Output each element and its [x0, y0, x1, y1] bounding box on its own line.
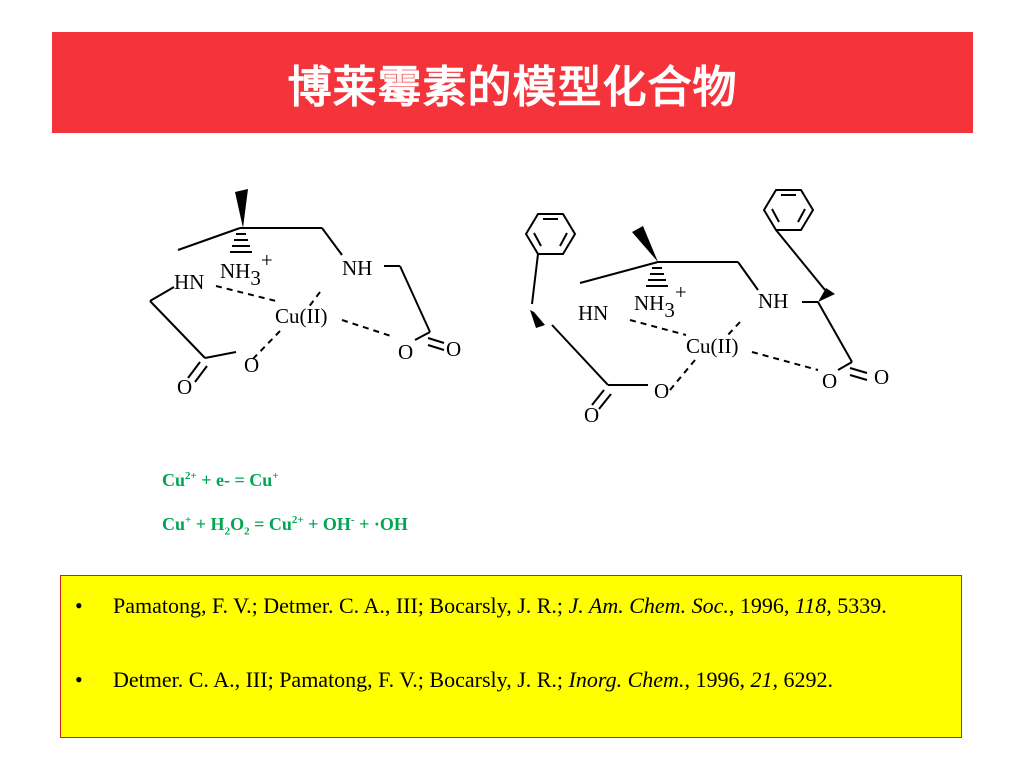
oxygen-label: O — [244, 353, 259, 377]
nh-label: NH — [758, 289, 788, 313]
oxygen-label: O — [654, 379, 669, 403]
wedge-bond — [632, 226, 658, 262]
hashed-bond — [230, 233, 252, 253]
copper-label: Cu(II) — [275, 304, 327, 328]
benzene-ring-left — [524, 213, 577, 255]
oxygen-carbonyl-label: O — [584, 403, 599, 427]
nh-label: NH — [342, 256, 372, 280]
title-bar: 博莱霉素的模型化合物 — [52, 32, 973, 133]
equation-1: Cu2+ + e- = Cu+ — [162, 470, 279, 490]
hn-label: HN — [174, 270, 204, 294]
nh3-label: NH3+ — [220, 248, 273, 290]
oxygen-label: O — [398, 340, 413, 364]
equation-2: Cu+ + H2O2 = Cu2+ + OH- + ·OH — [162, 514, 408, 538]
page-title: 博莱霉素的模型化合物 — [287, 61, 738, 113]
oxygen-carbonyl-label: O — [446, 337, 461, 361]
reference-text: Pamatong, F. V.; Detmer. C. A., III; Boc… — [113, 593, 887, 618]
benzene-ring-right — [762, 189, 815, 231]
hashed-bond — [646, 267, 668, 287]
hn-label: HN — [578, 301, 608, 325]
oxygen-carbonyl-label: O — [177, 375, 192, 399]
wedge-bond — [818, 288, 835, 302]
coordination-bonds — [629, 319, 819, 391]
molecule-left: HN NH3+ NH Cu(II) O O O O — [149, 189, 461, 399]
oxygen-label: O — [822, 369, 837, 393]
molecule-left-bonds — [149, 227, 445, 383]
molecule-right: HN NH3+ NH Cu(II) O O O O — [524, 189, 889, 427]
coordination-bonds — [215, 285, 395, 363]
bullet-icon: • — [75, 593, 83, 618]
references-box: • Pamatong, F. V.; Detmer. C. A., III; B… — [60, 575, 962, 738]
bullet-icon: • — [75, 667, 83, 692]
wedge-bond — [530, 310, 545, 328]
reference-text: Detmer. C. A., III; Pamatong, F. V.; Boc… — [113, 667, 833, 692]
molecule-right-bonds — [531, 229, 868, 410]
nh3-label: NH3+ — [634, 280, 687, 322]
copper-label: Cu(II) — [686, 334, 738, 358]
wedge-bond — [235, 189, 248, 228]
oxygen-carbonyl-label: O — [874, 365, 889, 389]
